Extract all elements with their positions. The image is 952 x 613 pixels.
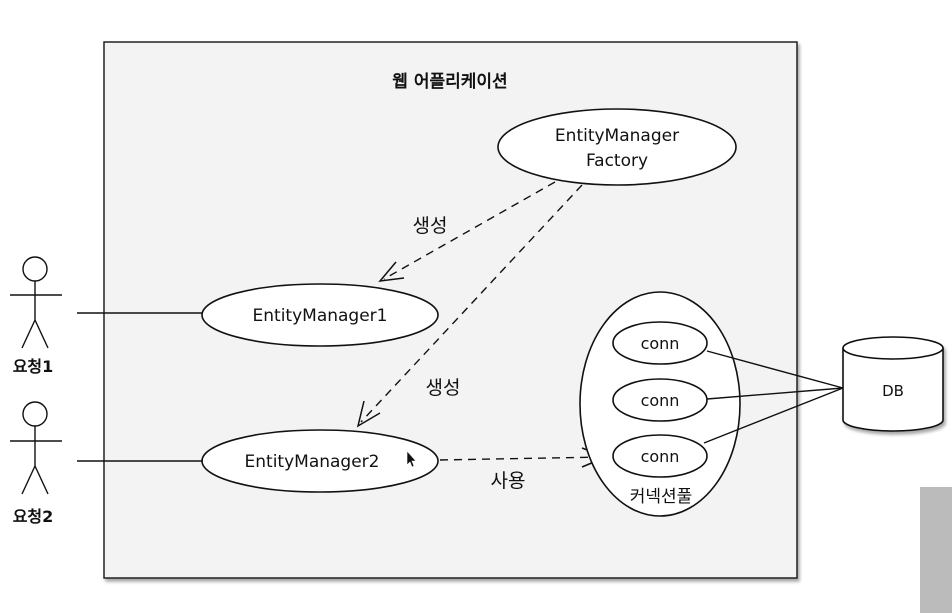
actor-1-head: [22, 256, 48, 282]
actor-2-label: 요청2: [13, 507, 54, 526]
create-arrowhead-1: [378, 261, 405, 282]
entity-manager-factory: EntityManager Factory: [497, 108, 737, 186]
create-arrowhead-2: [356, 400, 381, 428]
factory-label-line2: Factory: [586, 151, 648, 171]
create-label-2: 생성: [426, 377, 461, 399]
entity-manager-1: EntityManager1: [201, 283, 439, 347]
create-label-1: 생성: [413, 215, 448, 237]
actor-request-2: [10, 401, 62, 495]
create-arrow-1: [383, 181, 556, 280]
mouse-cursor-icon: [406, 450, 417, 468]
conn-3-label: conn: [641, 447, 680, 466]
database: [842, 336, 944, 432]
conn1-db-line: [706, 350, 844, 389]
conn2-db-line: [706, 387, 844, 400]
actor-request-1: [10, 256, 62, 349]
conn-2-label: conn: [641, 391, 680, 410]
entity-manager-2: EntityManager2: [201, 429, 439, 493]
conn-1-label: conn: [641, 334, 680, 353]
use-label: 사용: [491, 470, 526, 492]
web-application-title: 웹 어플리케이션: [392, 72, 507, 92]
actor-1-label: 요청1: [13, 357, 54, 376]
cropped-image-fragment: [920, 487, 952, 613]
conn3-db-line: [703, 387, 844, 444]
conn-2: [612, 378, 708, 422]
em2-label: EntityManager2: [245, 452, 380, 472]
create-arrow-2: [360, 184, 583, 423]
conn-3: [612, 434, 708, 478]
db-label: DB: [882, 382, 904, 400]
conn-1: [612, 321, 708, 365]
factory-label-line1: EntityManager: [555, 126, 679, 146]
em1-label: EntityManager1: [253, 306, 388, 326]
connection-pool: conn conn conn 커넥션풀: [579, 291, 741, 517]
pool-label: 커넥션풀: [630, 487, 693, 507]
actor-2-head: [22, 401, 48, 427]
